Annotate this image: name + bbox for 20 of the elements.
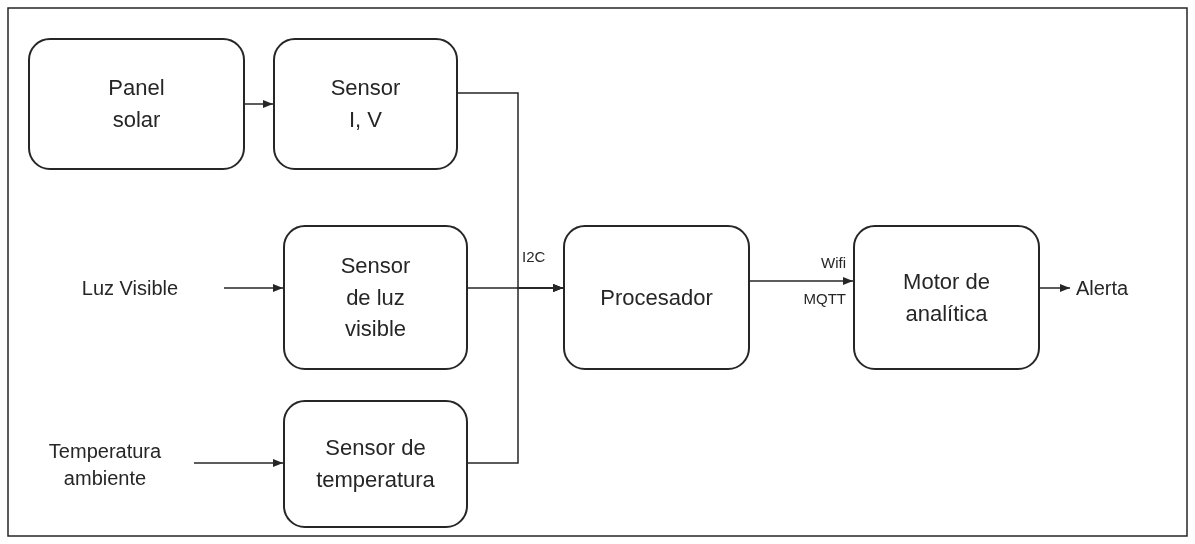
process-box: [563, 225, 750, 370]
box-text: Procesador: [600, 283, 713, 312]
process-box: [853, 225, 1040, 370]
arrow: [1039, 283, 1071, 293]
process-box: [28, 38, 245, 170]
edge-label: I2C: [522, 248, 547, 266]
box-text: Sensor de luz visible: [339, 251, 412, 344]
box-text: Sensor de temperatura: [315, 434, 436, 494]
arrow: [467, 283, 564, 464]
arrow: [193, 458, 284, 468]
box-text: Panel solar: [107, 74, 166, 134]
arrow: [223, 283, 284, 293]
process-box: [273, 38, 458, 170]
process-box: [283, 400, 468, 528]
arrow: [749, 276, 854, 286]
box-text: Motor de analítica: [902, 267, 991, 328]
box-text: Sensor I, V: [329, 74, 402, 134]
process-box: [283, 225, 468, 370]
arrow: [244, 99, 274, 109]
edge-label: Wifi MQTT: [802, 253, 846, 309]
